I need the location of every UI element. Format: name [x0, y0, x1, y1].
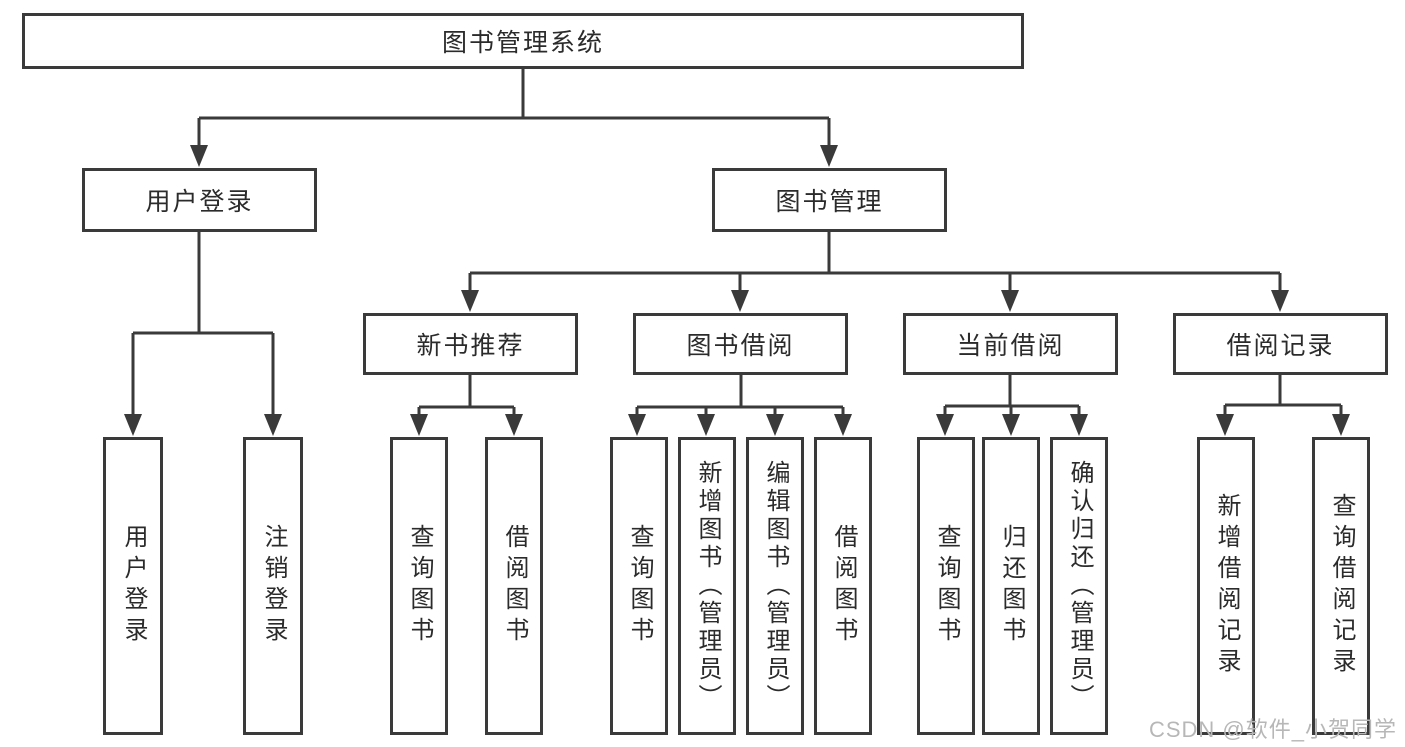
leaf-borrow-borrow-book: 借阅图书	[814, 437, 872, 735]
leaf-borrow-query-book: 查询图书	[610, 437, 668, 735]
leaf-borrow-query-book-label: 查询图书	[626, 524, 653, 648]
leaf-records-query-borrow-record: 查询借阅记录	[1312, 437, 1370, 735]
leaf-borrow-add-book-admin-label: 新增图书（管理员）	[694, 460, 721, 712]
node-new-book-recommend: 新书推荐	[363, 313, 578, 375]
leaf-current-confirm-return-admin-label: 确认归还（管理员）	[1066, 460, 1093, 712]
node-user-login: 用户登录	[82, 168, 317, 232]
leaf-user-login: 用户登录	[103, 437, 163, 735]
node-borrow-records: 借阅记录	[1173, 313, 1388, 375]
leaf-newbook-query-book-label: 查询图书	[406, 524, 433, 648]
leaf-records-add-borrow-record: 新增借阅记录	[1197, 437, 1255, 735]
leaf-current-return-book: 归还图书	[982, 437, 1040, 735]
leaf-logout-login: 注销登录	[243, 437, 303, 735]
leaf-borrow-borrow-book-label: 借阅图书	[830, 524, 857, 648]
leaf-borrow-add-book-admin: 新增图书（管理员）	[678, 437, 736, 735]
leaf-user-login-label: 用户登录	[120, 524, 147, 648]
leaf-borrow-edit-book-admin-label: 编辑图书（管理员）	[762, 460, 789, 712]
node-book-borrow: 图书借阅	[633, 313, 848, 375]
leaf-current-query-book-label: 查询图书	[933, 524, 960, 648]
node-new-book-recommend-label: 新书推荐	[416, 332, 525, 360]
node-current-borrow: 当前借阅	[903, 313, 1118, 375]
leaf-current-return-book-label: 归还图书	[998, 524, 1025, 648]
node-book-management-label: 图书管理	[775, 188, 884, 216]
node-root: 图书管理系统	[22, 13, 1024, 69]
leaf-records-add-borrow-record-label: 新增借阅记录	[1213, 493, 1240, 679]
node-current-borrow-label: 当前借阅	[956, 332, 1065, 360]
node-user-login-label: 用户登录	[145, 188, 254, 216]
leaf-borrow-edit-book-admin: 编辑图书（管理员）	[746, 437, 804, 735]
leaf-current-query-book: 查询图书	[917, 437, 975, 735]
leaf-newbook-borrow-book: 借阅图书	[485, 437, 543, 735]
node-book-management: 图书管理	[712, 168, 947, 232]
node-root-label: 图书管理系统	[441, 29, 604, 57]
leaf-current-confirm-return-admin: 确认归还（管理员）	[1050, 437, 1108, 735]
leaf-newbook-borrow-book-label: 借阅图书	[501, 524, 528, 648]
leaf-records-query-borrow-record-label: 查询借阅记录	[1328, 493, 1355, 679]
leaf-logout-login-label: 注销登录	[260, 524, 287, 648]
node-borrow-records-label: 借阅记录	[1226, 332, 1335, 360]
watermark: CSDN @软件_小贺同学	[1148, 717, 1397, 742]
node-book-borrow-label: 图书借阅	[686, 332, 795, 360]
leaf-newbook-query-book: 查询图书	[390, 437, 448, 735]
